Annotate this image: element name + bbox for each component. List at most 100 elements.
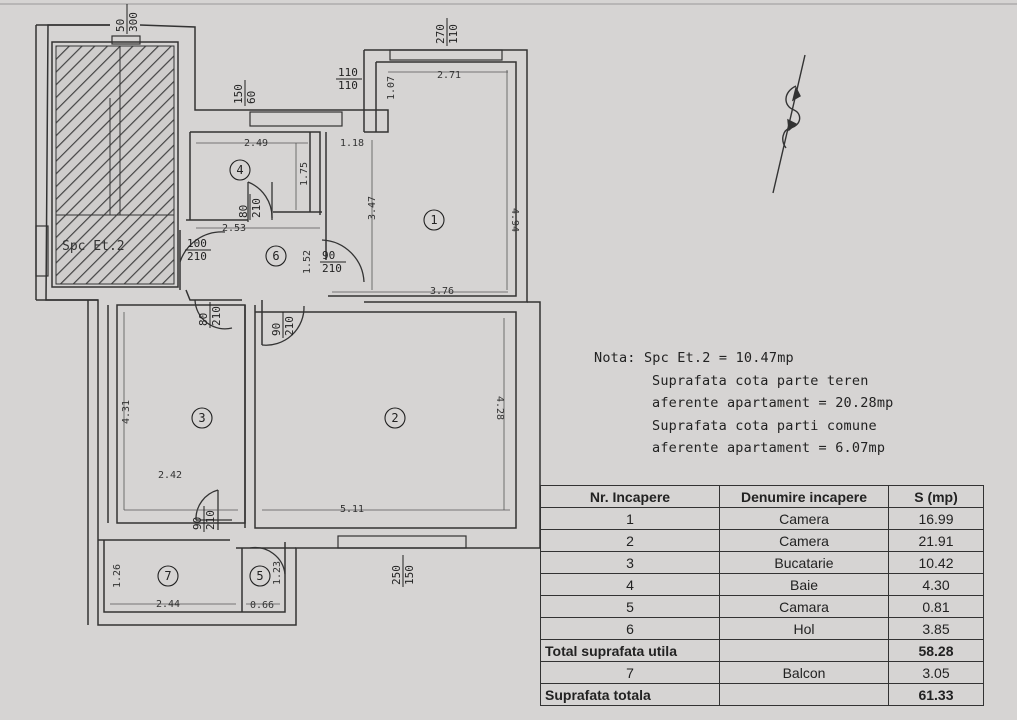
row-name: Camera (719, 529, 889, 552)
dim-room3-length: 4.31 (121, 400, 132, 424)
row-area: 10.42 (888, 551, 984, 574)
dim-window-depth: 1.07 (386, 76, 397, 100)
row-name: Hol (719, 617, 889, 640)
north-arrow-icon (772, 54, 806, 194)
dim-room3-width: 2.42 (158, 470, 182, 481)
dim-hall-width: 2.53 (222, 223, 246, 234)
row-nr: 5 (540, 595, 720, 618)
total-row: Suprafata totala 61.33 (540, 683, 984, 706)
header-area: S (mp) (888, 485, 984, 508)
dim-hall-length: 1.52 (302, 250, 313, 274)
total-empty (719, 683, 889, 706)
table-row: 6 Hol 3.85 (540, 617, 984, 640)
balcony-nr: 7 (540, 661, 720, 684)
opening-90-210-c-bottom: 210 (204, 510, 217, 530)
room-6-number: 6 (272, 249, 279, 263)
row-name: Camara (719, 595, 889, 618)
note-line-4: Suprafata cota parti comune (652, 417, 877, 434)
row-area: 21.91 (888, 529, 984, 552)
opening-100-210-bottom: 210 (187, 250, 207, 263)
table-row: 2 Camera 21.91 (540, 529, 984, 552)
opening-labels: 50 300 270 110 110 110 150 60 80 210 100… (114, 4, 460, 587)
stair-hatch (55, 45, 175, 285)
total-useful-empty (719, 639, 889, 662)
table-header-row: Nr. Incapere Denumire incapere S (mp) (540, 485, 984, 508)
dim-room1-recess: 1.18 (340, 138, 364, 149)
header-nr: Nr. Incapere (540, 485, 720, 508)
note-line-3: aferente apartament = 20.28mp (652, 395, 894, 411)
header-name: Denumire incapere (719, 485, 889, 508)
room-2-number: 2 (391, 411, 398, 425)
room-1-number: 1 (430, 213, 437, 227)
room-4-marker (229, 159, 251, 181)
room-7-marker (157, 565, 179, 587)
dim-room2-length: 4.28 (494, 396, 505, 420)
stair-label: Spc Et.2 (62, 239, 125, 254)
opening-110-110-top: 110 (338, 66, 358, 79)
dimension-lines (110, 70, 510, 605)
opening-80-210-b-top: 80 (197, 313, 210, 326)
walls (35, 24, 541, 626)
opening-270-110-top: 270 (434, 24, 447, 44)
opening-250-150-bottom: 150 (403, 565, 416, 585)
dim-balcony-depth: 1.26 (112, 564, 123, 588)
room-2-marker (384, 407, 406, 429)
room-7-number: 7 (164, 569, 171, 583)
dim-room1-width-top: 2.71 (437, 70, 461, 81)
doors (179, 181, 365, 575)
room-5-marker (249, 565, 271, 587)
total-useful-area: 58.28 (888, 639, 984, 662)
row-nr: 3 (540, 551, 720, 574)
balcony-name: Balcon (719, 661, 889, 684)
opening-90-210-b-bottom: 210 (283, 316, 296, 336)
stair-steps (56, 46, 174, 216)
area-note: Nota: Spc Et.2 = 10.47mp Suprafata cota … (594, 347, 894, 460)
rooms-table: Nr. Incapere Denumire incapere S (mp) 1 … (540, 485, 984, 706)
table-row: 1 Camera 16.99 (540, 507, 984, 530)
room-4-number: 4 (236, 163, 243, 177)
room-6-marker (265, 245, 287, 267)
row-area: 0.81 (888, 595, 984, 618)
total-useful-label: Total suprafata utila (540, 639, 720, 662)
opening-150-60-bottom: 60 (245, 91, 258, 104)
note-line-5: aferente apartament = 6.07mp (652, 440, 886, 456)
opening-100-210-top: 100 (187, 237, 207, 250)
dim-balcony-width: 2.44 (156, 599, 180, 610)
table-row: 3 Bucatarie 10.42 (540, 551, 984, 574)
opening-150-60-top: 150 (232, 84, 245, 104)
opening-90-210-b-top: 90 (270, 323, 283, 336)
row-area: 16.99 (888, 507, 984, 530)
dim-pantry-length: 1.23 (272, 561, 283, 585)
room-5-number: 5 (256, 569, 263, 583)
room-3-number: 3 (198, 411, 205, 425)
row-nr: 2 (540, 529, 720, 552)
row-nr: 6 (540, 617, 720, 640)
note-line-1: Nota: Spc Et.2 = 10.47mp (594, 350, 794, 366)
row-name: Camera (719, 507, 889, 530)
opening-90-210-c-top: 90 (191, 517, 204, 530)
opening-80-210-a-bottom: 210 (250, 198, 263, 218)
total-useful-row: Total suprafata utila 58.28 (540, 639, 984, 662)
table-row: 4 Baie 4.30 (540, 573, 984, 596)
opening-270-110-bottom: 110 (447, 24, 460, 44)
row-name: Bucatarie (719, 551, 889, 574)
windows (35, 35, 503, 549)
dim-room4-length: 1.75 (299, 162, 310, 186)
opening-50-300-top: 50 (114, 19, 127, 32)
opening-90-210-a-bottom: 210 (322, 262, 342, 275)
room-markers (157, 159, 445, 587)
opening-110-110-bottom: 110 (338, 79, 358, 92)
total-label: Suprafata totala (540, 683, 720, 706)
dim-room1-width-bottom: 3.76 (430, 286, 454, 297)
room-3-marker (191, 407, 213, 429)
total-area: 61.33 (888, 683, 984, 706)
dim-room1-inner: 3.47 (367, 196, 378, 220)
row-area: 3.85 (888, 617, 984, 640)
dim-room1-length: 4.94 (509, 208, 520, 232)
opening-80-210-a-top: 80 (237, 205, 250, 218)
room-1-marker (423, 209, 445, 231)
dim-room2-width: 5.11 (340, 504, 364, 515)
balcony-area: 3.05 (888, 661, 984, 684)
